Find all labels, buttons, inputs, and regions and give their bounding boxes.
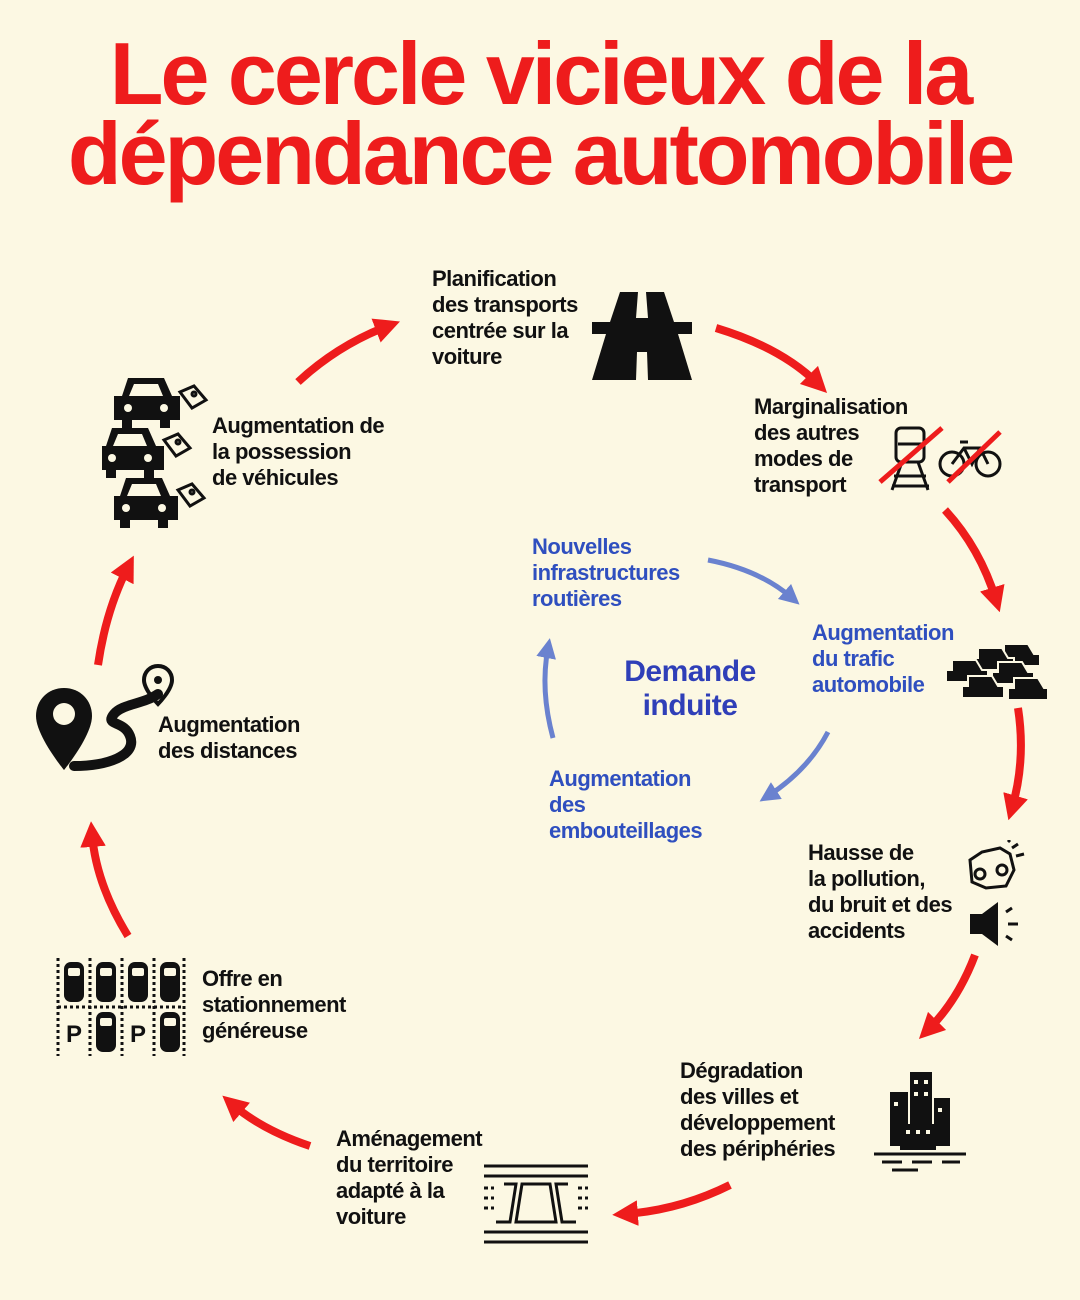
outer-arrow-7 (222, 1095, 312, 1150)
node-stationnement: Offre en stationnement généreuse (202, 966, 346, 1043)
node-distances: Augmentation des distances (158, 712, 300, 763)
node-amenagement: Aménagement du territoire adapté à la vo… (336, 1126, 483, 1229)
parking-letter-2: P (130, 1021, 146, 1048)
inner-arrow-1 (707, 557, 800, 605)
center-label: Demande induite (624, 655, 756, 722)
inner-node-embouteillages: Augmentation des embouteillages (549, 766, 703, 843)
outer-arrow-5 (918, 953, 979, 1040)
outer-arrow-2 (714, 324, 828, 394)
outer-arrow-1 (295, 318, 400, 385)
inner-arrow-2 (759, 730, 831, 802)
parking-icon: P P (56, 958, 186, 1056)
no-train-no-bike-icon (878, 426, 1002, 491)
outer-arrow-4 (1003, 707, 1028, 821)
highway-icon (592, 292, 692, 380)
node-possession: Augmentation de la possession de véhicul… (212, 413, 385, 490)
crash-noise-icon (968, 840, 1025, 946)
parking-letter-1: P (66, 1021, 82, 1048)
outer-arrow-8 (80, 821, 132, 939)
road-interchange-icon (484, 1164, 588, 1244)
node-degradation: Dégradation des villes et développement … (680, 1058, 836, 1161)
inner-node-infrastructures: Nouvelles infrastructures routières (532, 534, 680, 611)
node-trafic: Augmentation du trafic automobile (812, 620, 954, 697)
outer-arrow-9 (94, 555, 134, 666)
city-icon (874, 1072, 966, 1172)
cars-price-tag-icon (102, 378, 209, 528)
outer-arrow-3 (942, 507, 1005, 613)
inner-arrow-3 (536, 638, 556, 739)
route-pin-icon (36, 663, 175, 771)
node-planification: Planification des transports centrée sur… (432, 266, 578, 369)
node-pollution: Hausse de la pollution, du bruit et des … (808, 840, 953, 943)
node-marginalisation: Marginalisation des autres modes de tran… (754, 394, 908, 497)
title-line-2: dépendance automobile (67, 104, 1015, 203)
page-title: Le cercle vicieux de la dépendance autom… (0, 24, 1080, 203)
traffic-icon (945, 643, 1048, 701)
outer-arrow-6 (612, 1181, 732, 1226)
title-line-1: Le cercle vicieux de la (109, 24, 973, 123)
